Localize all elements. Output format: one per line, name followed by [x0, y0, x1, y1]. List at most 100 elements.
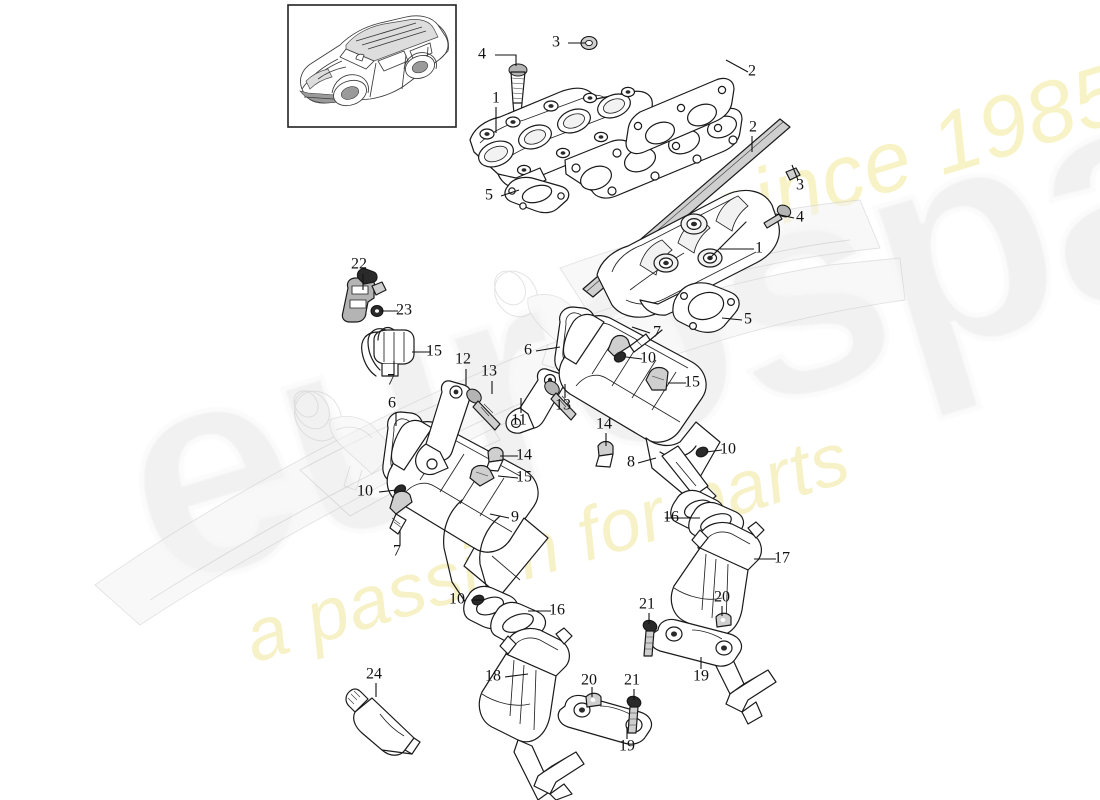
callout-number: 14: [596, 416, 612, 433]
callout-14: 14: [500, 447, 532, 464]
callout-number: 21: [639, 596, 655, 613]
bolt-21-upper: [642, 619, 658, 657]
callout-number: 13: [555, 397, 571, 414]
callout-8: 8: [627, 454, 657, 471]
callout-7: 7: [631, 324, 661, 341]
callout-24: 24: [366, 666, 382, 697]
leader-line: [625, 356, 643, 360]
callout-number: 16: [549, 602, 565, 619]
nut-20-lower: [585, 692, 602, 708]
callout-15: 15: [412, 343, 442, 360]
callout-number: 19: [693, 668, 709, 685]
callout-5: 5: [721, 311, 752, 328]
callout-20: 20: [714, 589, 730, 616]
clip-bracket-22: [341, 268, 387, 323]
callout-number: 4: [478, 46, 486, 63]
leader-line: [500, 189, 520, 197]
callout-1: 1: [492, 90, 500, 133]
callout-number: 15: [684, 374, 700, 391]
bolt-21-lower: [626, 695, 642, 734]
leader-line: [725, 59, 749, 73]
flange-gasket-5-right: [672, 282, 740, 333]
callout-10: 10: [625, 350, 656, 367]
catalytic-converter-17: [670, 521, 777, 725]
callout-number: 21: [624, 672, 640, 689]
callout-number: 20: [581, 672, 597, 689]
callout-number: 6: [388, 395, 396, 412]
callout-number: 3: [552, 34, 560, 51]
callout-10: 10: [449, 591, 484, 608]
callout-6: 6: [388, 395, 397, 426]
callout-19: 19: [619, 727, 635, 755]
callout-10: 10: [705, 441, 736, 458]
leader-line: [791, 164, 799, 181]
sensor-holder-15-left: [469, 464, 495, 487]
callout-4: 4: [775, 209, 804, 226]
callout-number: 22: [351, 256, 367, 273]
callout-number: 1: [492, 90, 500, 107]
vehicle-illustration: [299, 15, 449, 107]
callout-number: 2: [749, 119, 757, 136]
bracket-12: [415, 380, 472, 476]
callout-15: 15: [497, 469, 532, 486]
callout-number: 7: [393, 543, 401, 560]
callout-number: 17: [774, 550, 790, 567]
callout-9: 9: [489, 509, 519, 526]
callout-number: 7: [653, 324, 661, 341]
leader-line: [631, 326, 651, 334]
leader-line: [705, 449, 723, 453]
callout-number: 13: [481, 363, 497, 380]
callout-6: 6: [524, 342, 561, 359]
callout-number: 11: [511, 412, 526, 429]
callout-21: 21: [639, 596, 655, 624]
callout-23: 23: [381, 302, 412, 319]
turbocharger-left-ghost: [293, 390, 397, 491]
callout-11: 11: [511, 398, 527, 429]
leader-line: [497, 475, 519, 479]
bolt-13-left: [466, 388, 501, 431]
bolt-4-right: [763, 204, 792, 229]
callout-16: 16: [528, 602, 565, 619]
callout-number: 24: [366, 666, 382, 683]
callout-number: 18: [485, 668, 501, 685]
oxygen-sensor-7-left: [389, 490, 413, 535]
right-front-pipe-assembly: [554, 306, 707, 468]
nut-3-right: [785, 167, 801, 181]
callout-7: 7: [393, 530, 401, 560]
leader-line: [535, 346, 561, 352]
callout-13: 13: [555, 384, 571, 414]
callout-number: 5: [744, 311, 752, 328]
callout-7: 7: [387, 361, 395, 389]
callout-number: 10: [357, 483, 373, 500]
callout-number: 23: [396, 302, 412, 319]
manifold-gasket-upper-right: [625, 77, 735, 155]
callout-number: 9: [511, 509, 519, 526]
callout-10: 10: [357, 483, 397, 500]
flange-gasket-5-left: [504, 176, 570, 214]
callout-number: 15: [426, 343, 442, 360]
callout-number: 5: [485, 187, 493, 204]
callout-2: 2: [725, 59, 756, 80]
callout-19: 19: [693, 657, 709, 685]
catalytic-converter-18: [478, 627, 585, 800]
callout-18: 18: [485, 668, 529, 685]
callout-3: 3: [791, 164, 804, 194]
callout-13: 13: [481, 363, 497, 394]
leader-line: [489, 513, 510, 519]
callout-number: 19: [619, 738, 635, 755]
callout-number: 10: [449, 591, 465, 608]
leader-line: [721, 317, 743, 321]
callout-17: 17: [754, 550, 790, 567]
callout-1: 1: [720, 240, 763, 257]
callout-number: 2: [748, 63, 756, 80]
callout-16: 16: [663, 509, 700, 526]
bolt-13-right: [544, 380, 577, 421]
callout-4: 4: [478, 46, 517, 66]
leader-line: [775, 213, 795, 219]
leader-line: [495, 54, 517, 66]
clamp-nut-14-left: [485, 446, 504, 472]
clamp-nut-14-right: [595, 440, 614, 468]
callout-number: 3: [796, 177, 804, 194]
